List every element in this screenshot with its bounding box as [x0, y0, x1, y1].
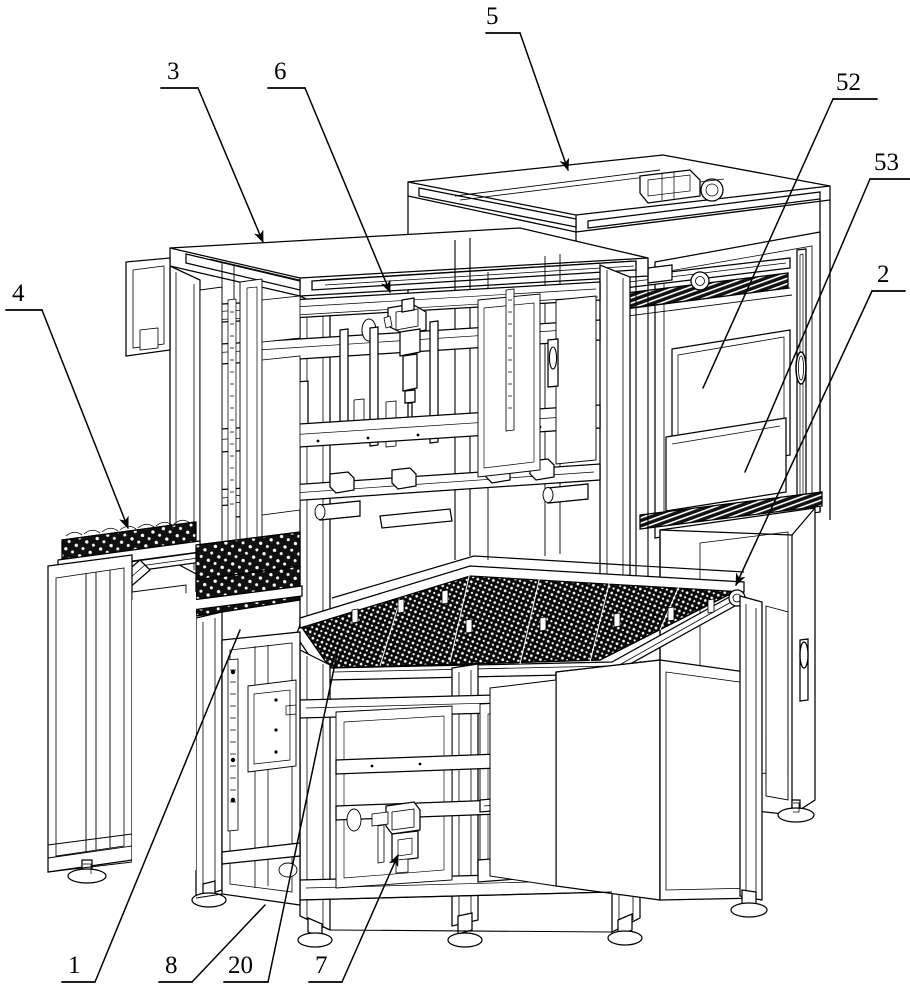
right-lower-cabinet-face — [489, 659, 761, 901]
callout-number-4: 4 — [12, 280, 25, 307]
callout-number-1: 1 — [68, 952, 81, 979]
callout-leader-1 — [94, 629, 241, 983]
rear-station-frame — [407, 154, 831, 539]
left-cabinet-panels — [125, 257, 301, 575]
callout-leader-4 — [41, 309, 129, 530]
callout-leader-52 — [702, 98, 834, 389]
callout-number-2: 2 — [877, 261, 890, 288]
callout-number-3: 3 — [167, 58, 180, 85]
callout-number-20: 20 — [228, 952, 253, 979]
callout-leader-5 — [519, 32, 570, 172]
callout-leader-3 — [197, 87, 264, 244]
callout-leader-6 — [304, 87, 391, 294]
right-outer-posts — [730, 595, 789, 918]
callout-number-8: 8 — [165, 952, 178, 979]
callout-number-52: 52 — [836, 69, 861, 96]
left-lower-cabinet — [132, 592, 301, 906]
callout-leader-2 — [735, 290, 873, 587]
callout-leader-lines — [5, 32, 910, 983]
callout-number-7: 7 — [315, 952, 328, 979]
callout-number-53: 53 — [874, 149, 899, 176]
callout-number-6: 6 — [274, 58, 287, 85]
callout-leader-7 — [341, 853, 399, 983]
callout-number-5: 5 — [486, 3, 499, 30]
base-edges — [47, 861, 613, 933]
callout-leader-8 — [191, 904, 266, 983]
callout-leader-20 — [267, 639, 341, 983]
callout-leader-53 — [744, 178, 871, 473]
